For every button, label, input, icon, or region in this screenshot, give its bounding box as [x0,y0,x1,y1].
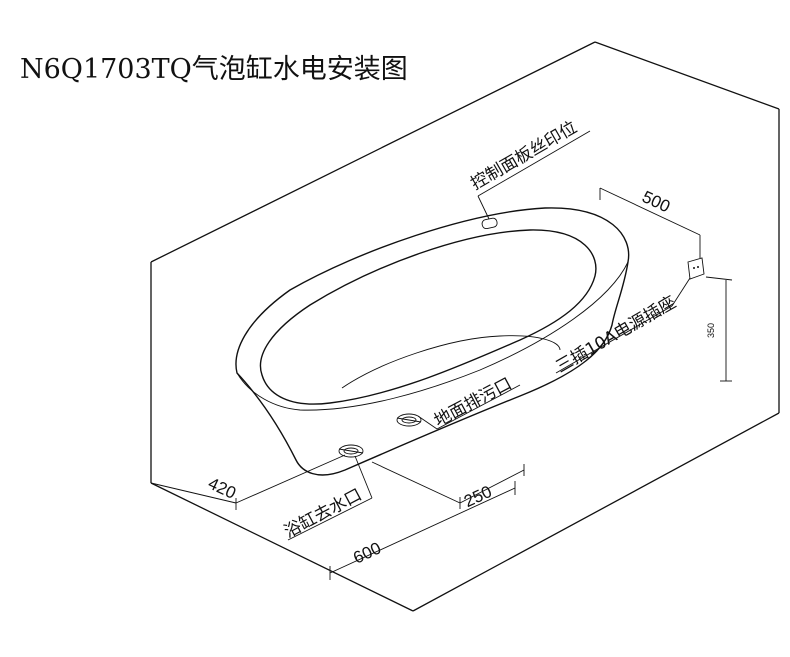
dim-600 [329,481,516,580]
leader-lines [287,130,691,541]
dim-250-label: 250 [461,482,495,511]
bathtub [235,207,630,476]
dim-420 [150,454,346,510]
socket-icon [687,257,705,280]
label-tub-drain: 浴缸去水口 [280,484,365,542]
label-control-panel: 控制面板丝印位 [468,118,581,195]
room-walls [150,41,780,612]
dim-250 [371,461,525,509]
dim-500 [599,187,701,258]
dim-500-label: 500 [639,187,673,216]
dim-420-label: 420 [205,474,239,503]
dim-350 [705,276,733,382]
dim-350-label: 350 [706,323,716,338]
diagram-title: N6Q1703TQ气泡缸水电安装图 [20,54,408,85]
tub-drain [338,444,364,458]
floor-drain [396,413,422,427]
dim-600-label: 600 [350,538,384,567]
